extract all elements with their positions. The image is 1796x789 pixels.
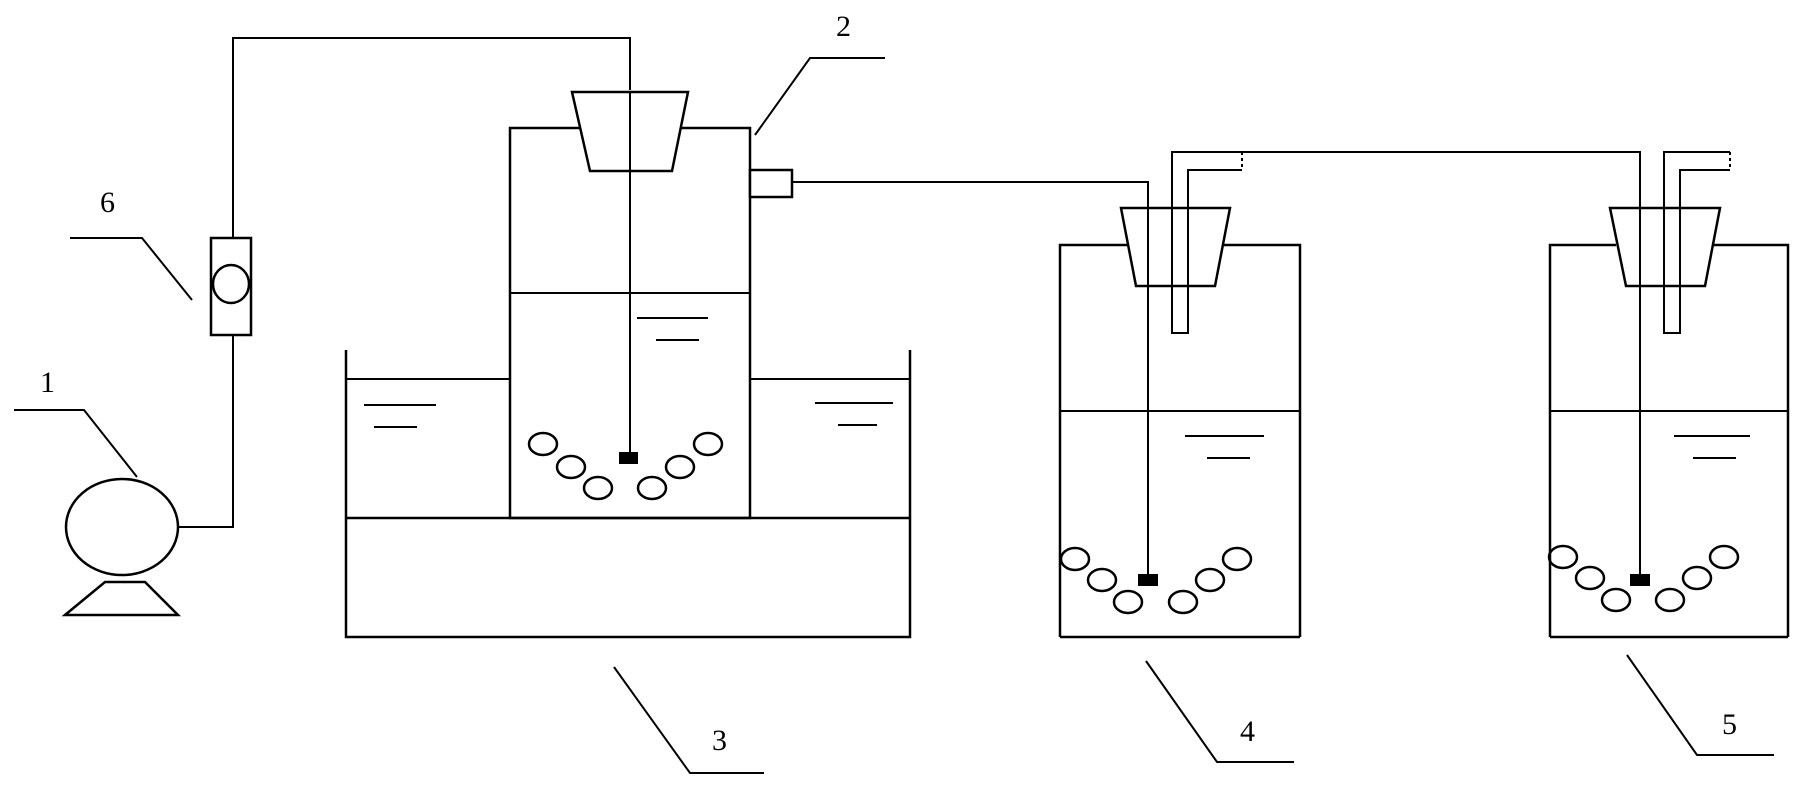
label-3: 3 bbox=[613, 666, 764, 774]
label-1: 1 bbox=[14, 366, 138, 478]
label-5: 5 bbox=[1626, 654, 1774, 756]
label-6-text: 6 bbox=[100, 186, 115, 219]
label-2-text: 2 bbox=[836, 10, 851, 43]
water-bath bbox=[344, 350, 912, 639]
air-tube-flowmeter-to-vessel bbox=[232, 37, 631, 238]
label-5-text: 5 bbox=[1722, 708, 1737, 741]
gas-tube-vessel-to-flask-4 bbox=[792, 181, 1149, 207]
label-2: 2 bbox=[754, 10, 885, 136]
flowmeter bbox=[209, 236, 253, 337]
absorption-flask-4 bbox=[1058, 151, 1302, 639]
label-4: 4 bbox=[1145, 660, 1294, 763]
main-vessel bbox=[508, 90, 794, 520]
absorption-flask-5 bbox=[1547, 151, 1790, 639]
label-4-text: 4 bbox=[1240, 715, 1255, 748]
label-3-text: 3 bbox=[712, 724, 727, 757]
label-6: 6 bbox=[70, 186, 193, 301]
gas-tube-flask-4-to-5 bbox=[1242, 151, 1641, 207]
label-1-text: 1 bbox=[40, 366, 55, 399]
air-pump bbox=[61, 477, 182, 617]
air-tube-pump-to-vessel bbox=[178, 335, 234, 528]
